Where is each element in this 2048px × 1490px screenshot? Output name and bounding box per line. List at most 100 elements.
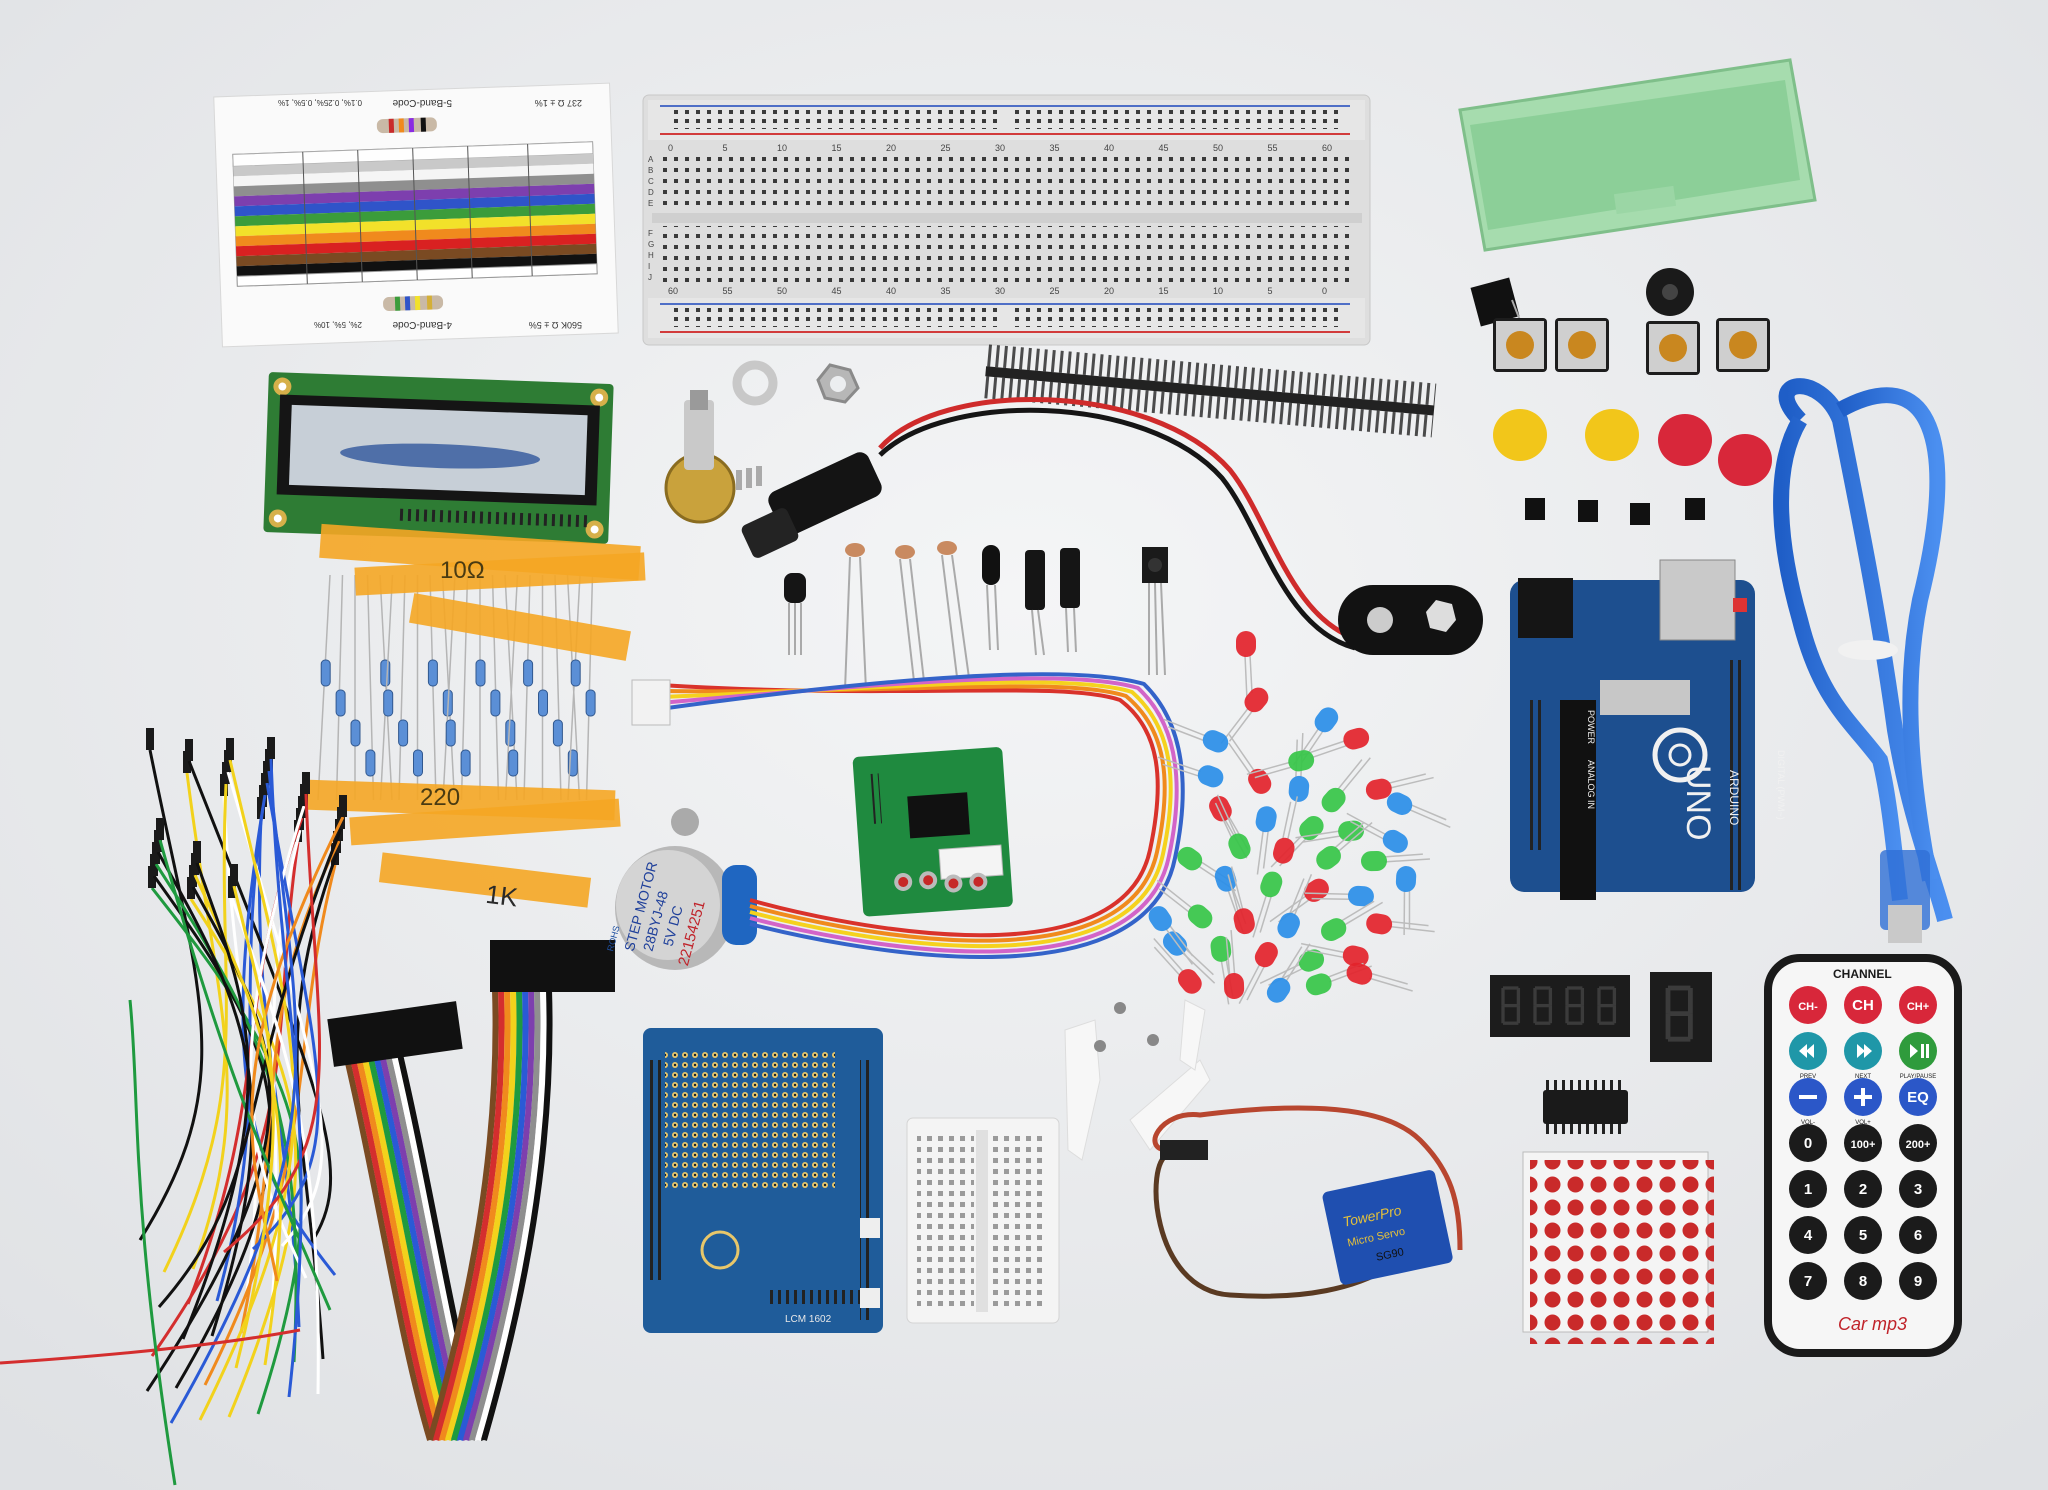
resistor-lead — [317, 574, 331, 801]
tactile-switch — [1646, 321, 1700, 375]
remote-button[interactable]: CH- — [1789, 986, 1827, 1024]
remote-button-label: 0 — [1804, 1135, 1812, 1152]
breadboard-column-number: 10 — [777, 143, 787, 153]
jumper-wire — [162, 783, 228, 1273]
resistor-lead — [554, 574, 562, 801]
led — [1346, 962, 1413, 992]
remote-button[interactable]: 5 — [1844, 1216, 1882, 1254]
led — [1236, 631, 1256, 701]
seven-segment-digit — [1597, 986, 1617, 1025]
jumper-wire-end — [193, 841, 201, 863]
remote-button[interactable]: VOL+ — [1844, 1078, 1882, 1126]
led — [1365, 773, 1434, 800]
resistor-lead — [398, 574, 406, 801]
servo-horns — [1064, 999, 1211, 1161]
remote-button[interactable]: VOL- — [1789, 1078, 1827, 1126]
arduino-brand: ARDUINO — [1727, 770, 1741, 825]
remote-button[interactable]: 0 — [1789, 1124, 1827, 1162]
resistor-body — [585, 689, 596, 717]
resistor-body — [445, 719, 456, 747]
remote-button-label: 9 — [1914, 1273, 1922, 1290]
resistor-lead — [523, 574, 531, 801]
remote-button[interactable]: CH+ — [1899, 986, 1937, 1024]
remote-button[interactable]: 3 — [1899, 1170, 1937, 1208]
remote-button[interactable]: CH — [1844, 986, 1882, 1024]
led — [1227, 866, 1255, 935]
dc-barrel-plug — [741, 452, 882, 558]
resistor-label-1k: 1K — [484, 879, 520, 913]
remote-button[interactable]: 1 — [1789, 1170, 1827, 1208]
remote-button[interactable]: PLAY/PAUSE — [1899, 1032, 1937, 1080]
led — [1320, 900, 1384, 941]
resistor-body — [538, 689, 548, 717]
resistor-color-chart: 5-Band-Code 4-Band-Code 237 Ω ± 1% 560K … — [213, 82, 619, 348]
seven-segment-digit — [1533, 986, 1553, 1025]
remote-button[interactable]: 9 — [1899, 1262, 1937, 1300]
led — [1223, 930, 1245, 1000]
led — [1157, 756, 1224, 788]
remote-button[interactable]: 8 — [1844, 1262, 1882, 1300]
button-cap — [1658, 414, 1712, 466]
resistor-lead — [379, 574, 394, 801]
jumper-wire-end — [154, 830, 162, 852]
breadboard-column-number: 45 — [832, 286, 842, 296]
led — [1277, 874, 1313, 939]
remote-button-label: 7 — [1804, 1273, 1812, 1290]
remote-button-label: 4 — [1804, 1227, 1813, 1244]
jumper-wire — [203, 864, 337, 1386]
breadboard-column-number: 50 — [1213, 143, 1223, 153]
ribbon-wire — [427, 989, 499, 1441]
seven-segment-1digit — [1650, 972, 1712, 1062]
jumper-wire-end — [339, 795, 347, 817]
jumper-wire — [169, 770, 298, 1424]
resistor-body — [570, 659, 581, 687]
stepper-cable-orange — [659, 684, 1167, 943]
remote-button-label: 100+ — [1851, 1139, 1876, 1151]
remote-button[interactable]: 200+ — [1899, 1124, 1937, 1162]
remote-button[interactable]: 100+ — [1844, 1124, 1882, 1162]
led — [1360, 850, 1431, 872]
tactile-switch — [1493, 318, 1547, 372]
jumper-wire-end — [152, 842, 160, 864]
tilt-sensor — [1025, 550, 1045, 656]
remote-button[interactable]: NEXT — [1844, 1032, 1882, 1080]
prototype-shield: LCM 1602 — [643, 1028, 883, 1333]
breadboard-column-number: 20 — [1104, 286, 1114, 296]
servo-model: SG90 — [1375, 1246, 1405, 1264]
ir-receiver — [1142, 547, 1168, 676]
breadboard-row-letter: G — [648, 240, 654, 249]
jumper-wire-end — [187, 877, 195, 899]
remote-button[interactable]: 6 — [1899, 1216, 1937, 1254]
resistor-body — [427, 659, 438, 687]
jumper-wire-end — [267, 737, 275, 759]
remote-button-sublabel: NEXT — [1855, 1074, 1871, 1080]
jumper-wire — [0, 1328, 301, 1365]
remote-button[interactable]: 4 — [1789, 1216, 1827, 1254]
jumper-wire-end — [185, 739, 193, 761]
breadboard-row-letter: J — [648, 273, 652, 282]
ribbon-wire — [439, 989, 511, 1441]
chart-tolerance-5band: 0.1%, 0.25%, 0.5%, 1% — [278, 98, 362, 107]
power-cable-red — [878, 396, 1361, 643]
remote-button[interactable]: PREV — [1789, 1032, 1827, 1080]
remote-button[interactable]: EQ — [1899, 1078, 1937, 1116]
jumper-wire-end — [261, 773, 269, 795]
remote-button-label: 1 — [1804, 1181, 1812, 1198]
remote-button-grid: CH- CH CH+ PREV NEXT PLAY/PAUSE VOL- VOL+ EQ 0 100… — [1789, 986, 1937, 1300]
led — [1386, 792, 1451, 829]
button-cap — [1585, 409, 1639, 461]
remote-button[interactable]: 2 — [1844, 1170, 1882, 1208]
remote-button[interactable]: 7 — [1789, 1262, 1827, 1300]
stepper-cable-yellow — [659, 680, 1173, 948]
stepper-connector — [631, 679, 671, 726]
breadboard-row-letter: H — [648, 251, 654, 260]
tactile-switch — [1555, 318, 1609, 372]
remote-logo: Car mp3 — [1838, 1314, 1907, 1334]
led — [1346, 812, 1408, 853]
resistor-body — [398, 719, 409, 747]
breadboard-column-number: 40 — [886, 286, 896, 296]
jumper-wire — [250, 816, 345, 1282]
